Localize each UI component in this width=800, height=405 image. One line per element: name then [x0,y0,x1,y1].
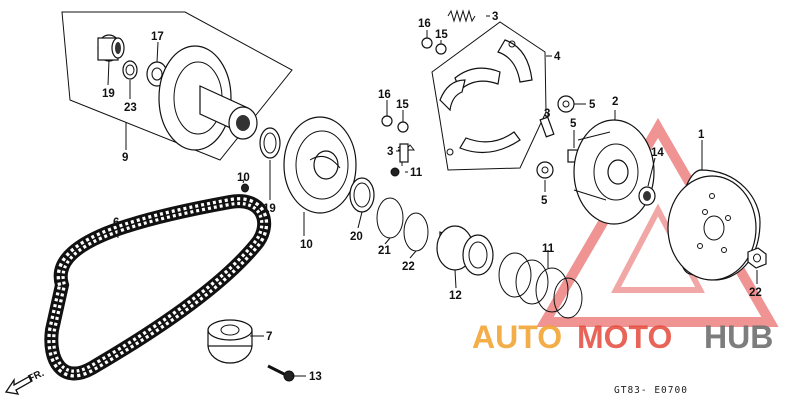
callout-13: 13 [309,371,322,383]
part-9-drive-plate [283,116,357,214]
part-2-clutch-plate [573,119,655,225]
part-10-pin [241,183,249,193]
callout-5c: 5 [541,195,548,207]
callout-10a: 10 [237,172,250,184]
part-4-clutch-shoes [439,39,533,156]
callout-16a: 16 [418,18,431,30]
part-16-nut-top [421,37,433,49]
callout-12: 12 [449,290,462,302]
callout-15a: 15 [435,29,448,41]
callout-1: 1 [698,129,705,141]
part-5-collar-b [536,161,554,179]
callout-3a: 3 [492,11,498,23]
part-10-nut [390,167,400,177]
callout-21: 22 [402,261,415,273]
part-23-seal [122,60,138,80]
callout-labels: 19 23 17 9 19 10 10 6 7 13 20 21 22 12 1… [102,11,762,383]
part-15-washer-mid [397,121,409,133]
group-box-4 [431,21,547,171]
callout-19a: 19 [263,203,276,215]
watermark-part2: MOTO [577,319,672,355]
leader-lines [107,15,758,377]
front-arrow-icon [4,375,33,395]
part-3-spring-mid [397,143,416,166]
callout-23: 23 [124,102,137,114]
callout-5b: 5 [570,118,577,130]
part-3-spring-top [447,9,476,23]
callout-22: 22 [749,287,762,299]
front-direction-marker: FR. [4,368,46,395]
callout-14: 14 [651,147,664,159]
callout-3c: 3 [544,108,550,120]
callout-15b: 15 [396,99,409,111]
callout-10b: 11 [410,167,423,179]
part-18-bearing [97,34,125,62]
part-6-drive-belt [44,194,272,381]
part-5-collar-a [557,95,575,113]
callout-4: 4 [554,51,561,63]
part-3-spring-right [539,116,555,138]
watermark-part1: AUTO [472,319,562,355]
callout-2: 2 [612,96,618,108]
watermark-part3: HUB [704,319,773,355]
figure-code: GT83- E0700 [614,385,688,396]
part-7-collar [207,319,253,364]
part-15-washer-top [435,43,447,55]
part-14-nut [638,186,656,206]
part-11-rings [498,252,583,319]
part-16-nut-mid [381,115,393,127]
part-20-ring [376,197,404,239]
front-label: FR. [27,368,46,385]
part-19-washer [259,127,281,159]
callout-8: 9 [122,152,128,164]
callout-18: 19 [102,88,115,100]
callout-11: 11 [542,243,555,255]
callout-5a: 5 [589,99,596,111]
callout-6: 6 [113,217,119,229]
part-13-bolt [267,364,295,382]
callout-19b: 20 [350,231,363,243]
group-box-8 [61,11,293,161]
callout-20: 21 [378,245,391,257]
part-8-movable-face [158,45,258,151]
callout-17: 17 [151,31,164,43]
part-22-nut [747,247,767,269]
callout-9: 10 [300,239,313,251]
callout-7: 7 [266,331,272,343]
part-21-ring [403,212,429,252]
part-1-clutch-outer [667,169,761,281]
part-12-sleeve [436,225,494,276]
callout-3b: 3 [387,146,393,158]
callout-16b: 16 [378,89,391,101]
